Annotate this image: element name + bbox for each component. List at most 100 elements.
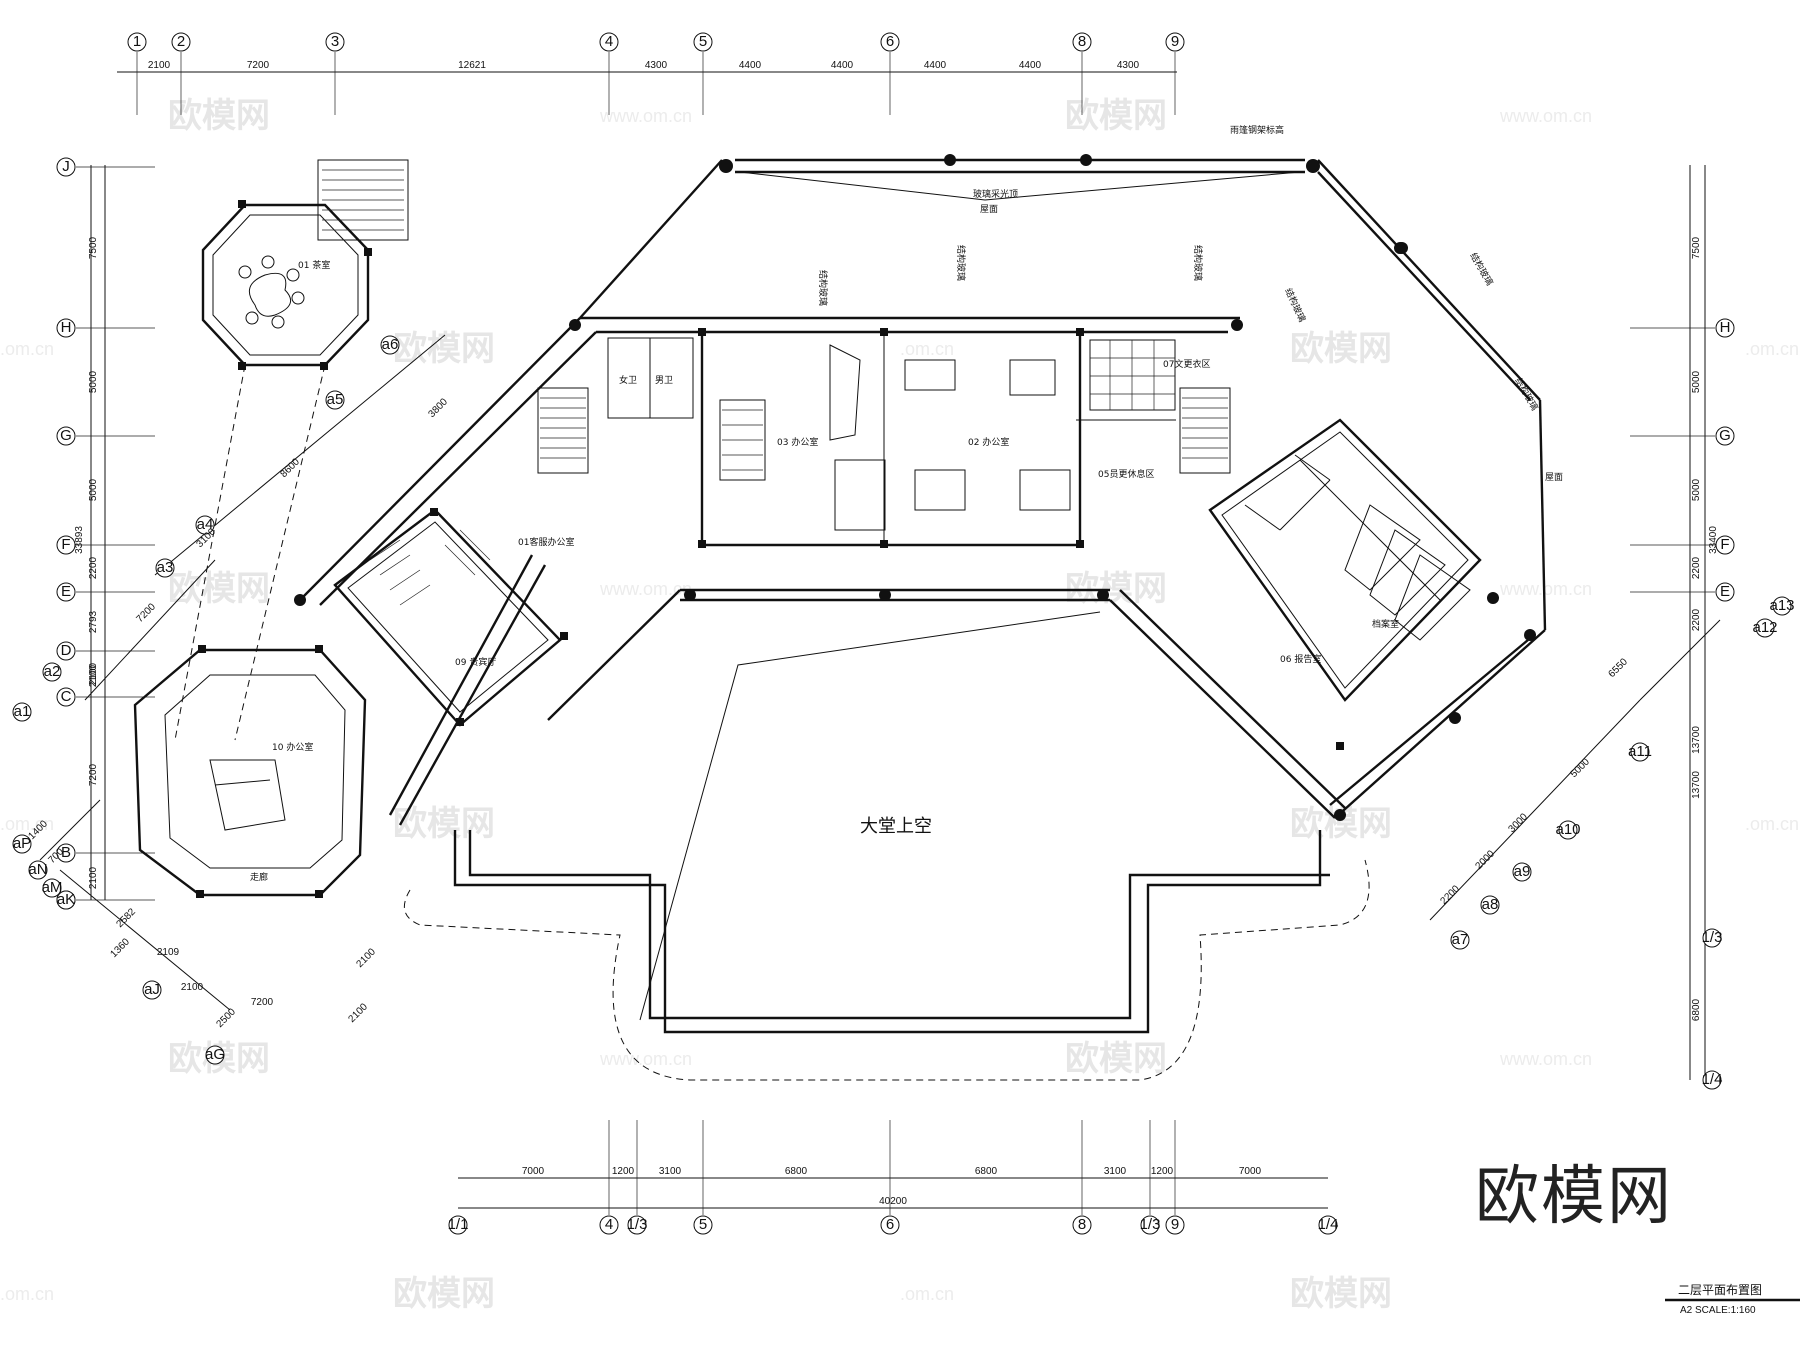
svg-text:a4: a4: [197, 516, 214, 533]
dim-bottom: 6800: [785, 1166, 808, 1177]
grid-bubble-diagonal: aK: [56, 890, 76, 910]
grid-bubble-diagonal: a12: [1752, 618, 1778, 638]
room-label-stationery: 07文更衣区: [1163, 358, 1210, 370]
dim-top: 4400: [924, 60, 947, 71]
grid-bubble-right: G: [1715, 426, 1735, 446]
grid-bubble-left: D: [56, 641, 76, 661]
svg-text:aN: aN: [28, 861, 47, 878]
dim-top: 2100: [148, 60, 171, 71]
room-label-report-room: 06 报告室: [1280, 653, 1321, 665]
grid-bubble-top: 1: [127, 32, 147, 52]
dim-left: 2100: [88, 664, 99, 687]
grid-bubble-left: C: [56, 687, 76, 707]
room-label-archive: 档案室: [1372, 618, 1399, 630]
watermark-url: www.om.cn: [599, 106, 692, 126]
grid-bubble-bottom: 6: [880, 1215, 900, 1235]
dim-right: 7500: [1691, 236, 1702, 259]
dim-top: 4300: [645, 60, 668, 71]
room-label-office-10: 10 办公室: [272, 741, 313, 753]
grid-bubble-diagonal: a7: [1450, 930, 1470, 950]
dim-right: 13700: [1691, 726, 1702, 754]
svg-text:F: F: [1720, 536, 1729, 553]
room-label-roof-top: 屋面: [980, 204, 998, 215]
dim-bottom: 1200: [1151, 1166, 1174, 1177]
dim-bottom: 3100: [1104, 1166, 1127, 1177]
svg-text:aM: aM: [42, 879, 63, 896]
dim-right: 13700: [1691, 771, 1702, 799]
furniture: [369, 337, 1471, 641]
svg-text:1/4: 1/4: [1318, 1216, 1339, 1233]
dim-left: 5000: [88, 370, 99, 393]
watermark-url: .om.cn: [0, 814, 54, 834]
grid-bubble-top: 6: [880, 32, 900, 52]
dim-right: 5000: [1691, 478, 1702, 501]
svg-text:5: 5: [699, 33, 707, 50]
room-label-vip-hall: 09 贵宾厅: [455, 656, 496, 668]
svg-text:aJ: aJ: [144, 981, 160, 998]
dim-diagonal: 7200: [251, 997, 274, 1008]
structural-columns: [196, 154, 1536, 898]
grid-bubble-top: 2: [171, 32, 191, 52]
annotation-canopy: 雨篷钢架标高: [1230, 124, 1284, 136]
watermark-logo: 欧模网: [168, 569, 270, 609]
watermark-url: www.om.cn: [599, 579, 692, 599]
grid-bubble-diagonal: a2: [42, 662, 62, 682]
svg-text:B: B: [61, 844, 71, 861]
grid-bubble-bottom: 1/3: [1140, 1215, 1161, 1235]
annotation-glass: 结构玻璃: [1467, 251, 1495, 288]
watermark-logo: 欧模网: [393, 804, 495, 844]
grid-bubble-left: H: [56, 318, 76, 338]
grid-bubble-diagonal: aP: [12, 834, 32, 854]
grid-bubble-left: E: [56, 582, 76, 602]
svg-text:a12: a12: [1752, 619, 1777, 636]
grid-bubble-bottom: 9: [1165, 1215, 1185, 1235]
svg-text:E: E: [61, 583, 71, 600]
dim-right: 2200: [1691, 608, 1702, 631]
svg-text:J: J: [62, 158, 70, 175]
grid-bubble-bottom: 4: [599, 1215, 619, 1235]
svg-text:aG: aG: [205, 1046, 225, 1063]
grid-bubble-top: 4: [599, 32, 619, 52]
dim-bottom: 3100: [659, 1166, 682, 1177]
grid-bubble-top: 8: [1072, 32, 1092, 52]
dim-right: 2200: [1691, 556, 1702, 579]
svg-text:1/3: 1/3: [627, 1216, 648, 1233]
grid-bubble-diagonal: aG: [205, 1045, 225, 1065]
dim-diagonal: 7200: [134, 601, 158, 625]
grid-bubble-diagonal: a9: [1512, 862, 1532, 882]
dim-diagonal: 2000: [1473, 848, 1497, 872]
svg-text:E: E: [1720, 583, 1730, 600]
grid-bubble-right: F: [1715, 535, 1735, 555]
dim-bottom: 7000: [522, 1166, 545, 1177]
dim-top: 4400: [831, 60, 854, 71]
watermark-url: .om.cn: [0, 339, 54, 359]
drawing-scale: A2 SCALE:1:160: [1680, 1305, 1756, 1316]
dim-left: 7200: [88, 763, 99, 786]
dim-diagonal: 5000: [1568, 756, 1592, 780]
grid-bubble-right: E: [1715, 582, 1735, 602]
drawing-title: 二层平面布置图: [1678, 1283, 1762, 1297]
svg-text:2: 2: [177, 33, 185, 50]
watermark-url: .om.cn: [0, 1284, 54, 1304]
svg-text:H: H: [61, 319, 72, 336]
grid-bubble-bottom: 1/3: [627, 1215, 648, 1235]
svg-text:6: 6: [886, 1216, 894, 1233]
svg-text:8: 8: [1078, 1216, 1086, 1233]
watermark-logo: 欧模网: [1290, 329, 1392, 369]
room-label-office-03: 03 办公室: [777, 436, 818, 448]
left-grid-axes: JHGFEDCBA: [56, 157, 155, 910]
dim-left: 5000: [88, 478, 99, 501]
grid-bubble-diagonal: aM: [42, 878, 63, 898]
dim-diagonal: 2100: [346, 1001, 370, 1025]
grid-bubble-left: B: [56, 843, 76, 863]
grid-bubble-diagonal: a8: [1480, 895, 1500, 915]
svg-text:1/3: 1/3: [1140, 1216, 1161, 1233]
grid-bubble-top: 3: [325, 32, 345, 52]
grid-bubble-top: 5: [693, 32, 713, 52]
grid-bubble-left: J: [56, 157, 76, 177]
watermark-url: .om.cn: [900, 1284, 954, 1304]
svg-text:1: 1: [133, 33, 141, 50]
room-labels: 大堂上空 01 茶室 10 办公室 09 贵宾厅 01客服办公室 03 办公室 …: [250, 204, 1563, 883]
watermark-logo: 欧模网: [393, 1274, 495, 1314]
